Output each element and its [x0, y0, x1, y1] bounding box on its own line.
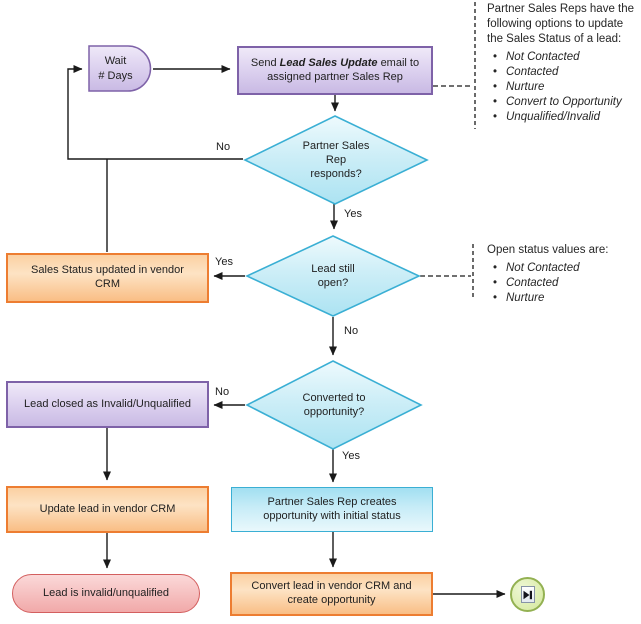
annotation-list: •Not Contacted •Contacted •Nurture	[487, 261, 639, 306]
edge-label-converted-yes: Yes	[342, 450, 360, 462]
skip-to-end-icon	[520, 586, 535, 603]
node-label: Sales Status updated in vendor CRM	[31, 264, 184, 290]
node-label: Send Lead Sales Update email to assigned…	[250, 56, 420, 83]
bullet-icon: •	[493, 277, 498, 289]
end-node	[510, 577, 545, 612]
edge-label-responds-no: No	[216, 141, 231, 153]
annotation-bullet: •Not Contacted	[487, 50, 639, 65]
node-wait-delay: Wait # Days	[88, 45, 153, 92]
annotation-bullet: •Contacted	[487, 65, 639, 80]
annotation-bullet: •Nurture	[487, 291, 639, 306]
edge-label-open-no: No	[344, 325, 359, 337]
terminator-lead-invalid: Lead is invalid/unqualified	[12, 574, 200, 613]
node-send-email: Send Lead Sales Update email to assigned…	[237, 46, 433, 95]
decision-lead-still-open: Lead still open?	[245, 235, 421, 317]
annotation-list: •Not Contacted •Contacted •Nurture •Conv…	[487, 50, 639, 125]
edge-label-responds-yes: Yes	[344, 208, 362, 220]
node-partner-creates-opportunity: Partner Sales Rep creates opportunity wi…	[231, 487, 433, 532]
bullet-icon: •	[493, 262, 498, 274]
node-label: Update lead in vendor CRM	[39, 502, 176, 515]
annotation-bullet: •Contacted	[487, 276, 639, 291]
decision-partner-responds: Partner Sales Rep responds?	[243, 115, 429, 205]
node-label: Convert lead in vendor CRM and create op…	[251, 580, 412, 606]
annotation-bullet: •Nurture	[487, 80, 639, 95]
node-label: Lead is invalid/unqualified	[43, 586, 169, 599]
edge-label-open-yes: Yes	[215, 256, 233, 268]
annotation-title: Open status values are:	[487, 244, 609, 256]
node-label: Lead closed as Invalid/Unqualified	[24, 397, 191, 410]
edge-label-converted-no: No	[215, 386, 230, 398]
annotation-bullet: •Convert to Opportunity	[487, 95, 639, 110]
bullet-icon: •	[493, 66, 498, 78]
delay-shape	[88, 45, 152, 92]
bullet-icon: •	[493, 292, 498, 304]
bullet-icon: •	[493, 51, 498, 63]
annotation-sales-status-options: Partner Sales Reps have the following op…	[487, 2, 639, 125]
annotation-title: Partner Sales Reps have the following op…	[487, 3, 635, 45]
bullet-icon: •	[493, 81, 498, 93]
node-label: Wait # Days	[98, 55, 133, 82]
decision-label: Lead still open?	[311, 262, 355, 289]
node-label: Partner Sales Rep creates opportunity wi…	[263, 495, 401, 522]
annotation-bullet: •Not Contacted	[487, 261, 639, 276]
annotation-open-status-values: Open status values are: •Not Contacted •…	[487, 243, 639, 306]
node-update-lead-crm: Update lead in vendor CRM	[6, 486, 209, 533]
decision-label: Converted to opportunity?	[302, 391, 366, 418]
annotation-bullet: •Unqualified/Invalid	[487, 110, 639, 125]
node-sales-status-updated: Sales Status updated in vendor CRM	[6, 253, 209, 303]
bullet-icon: •	[493, 111, 498, 123]
emphasis-text: Lead Sales Update	[279, 56, 378, 69]
node-lead-closed-invalid: Lead closed as Invalid/Unqualified	[6, 381, 209, 428]
decision-converted-to-opportunity: Converted to opportunity?	[245, 360, 423, 450]
decision-label: Partner Sales Rep responds?	[302, 139, 370, 181]
node-convert-lead-crm: Convert lead in vendor CRM and create op…	[230, 572, 433, 616]
bullet-icon: •	[493, 96, 498, 108]
edge-responds-no-loop-to-wait	[67, 65, 243, 160]
